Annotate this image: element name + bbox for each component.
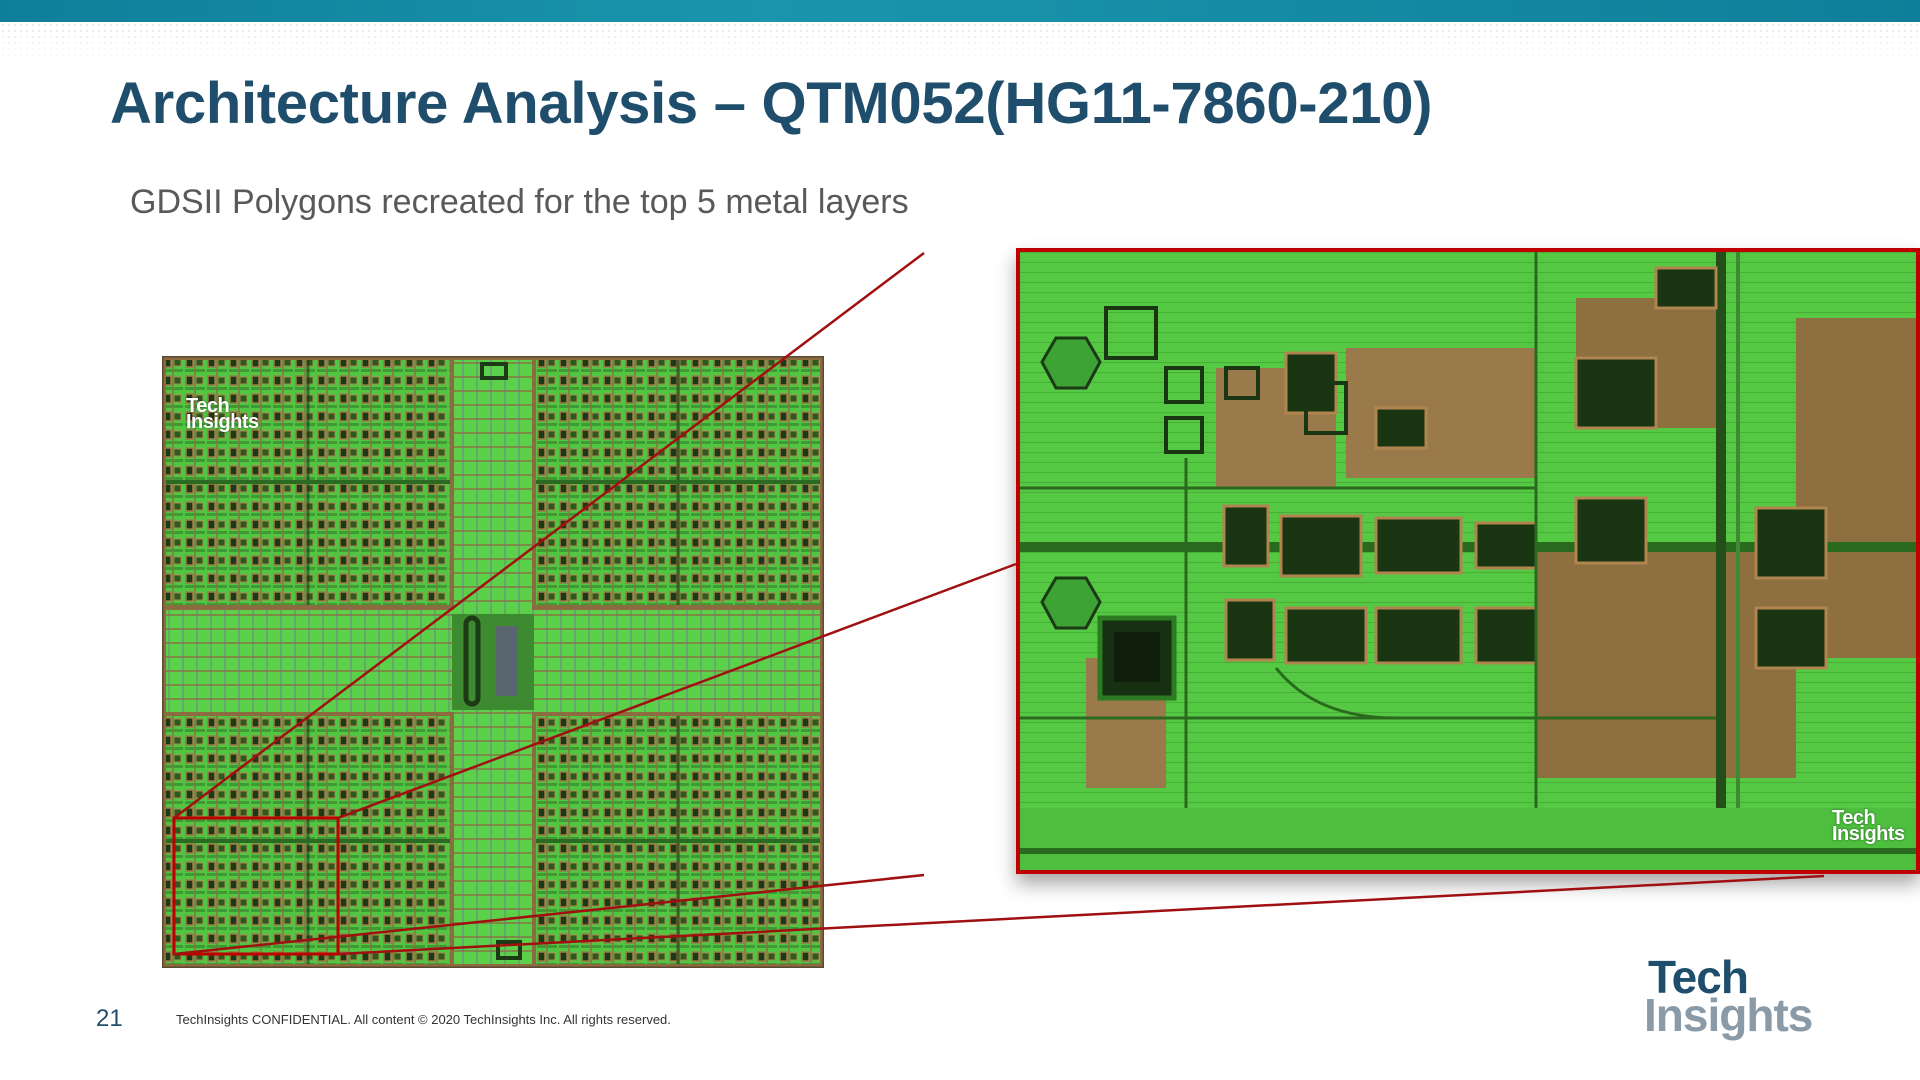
confidential-footer: TechInsights CONFIDENTIAL. All content ©… — [176, 1012, 671, 1027]
header-texture — [0, 22, 1920, 64]
zoomed-layout-image — [1016, 248, 1920, 874]
page-number: 21 — [96, 1005, 123, 1032]
logo-line-1: Tech — [1648, 951, 1749, 1003]
chip-layout-image — [162, 356, 824, 968]
logo-line-2: Insights — [1644, 989, 1813, 1041]
slide-title: Architecture Analysis – QTM052(HG11-7860… — [110, 71, 1433, 136]
techinsights-logo: Tech Insights — [1644, 951, 1826, 1041]
slide-subtitle: GDSII Polygons recreated for the top 5 m… — [130, 183, 909, 221]
top-accent-bar — [0, 0, 1920, 22]
